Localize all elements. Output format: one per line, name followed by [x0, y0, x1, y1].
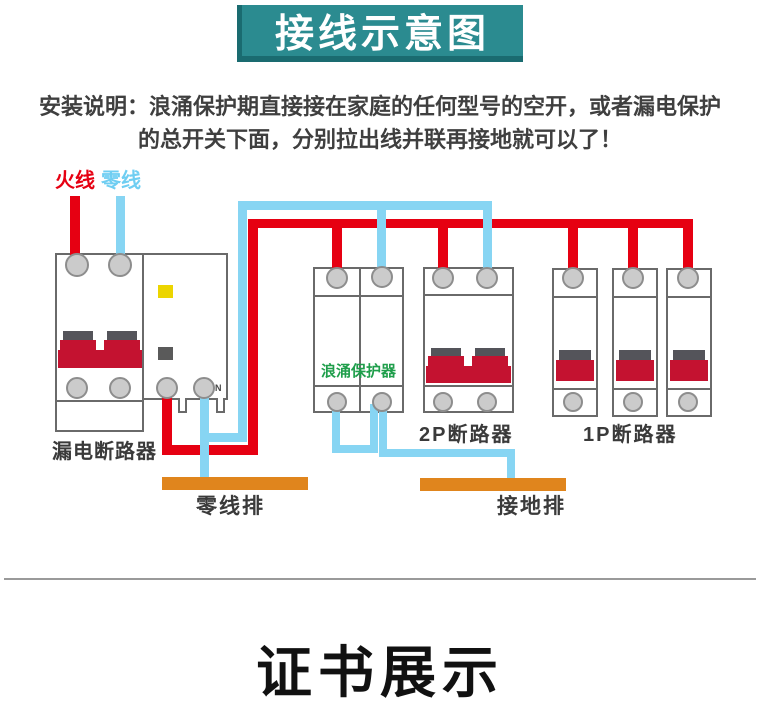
banner-title: 接线示意图	[274, 12, 490, 56]
neutral-wire-bus	[238, 201, 492, 210]
live-wire-segment	[683, 219, 693, 279]
breaker-2p-switch-handle	[428, 356, 464, 368]
terminal	[476, 267, 498, 289]
neutral-wire-segment	[483, 201, 492, 279]
neutral-bar	[162, 477, 308, 490]
breaker-1p-box	[612, 268, 658, 417]
terminal	[372, 392, 392, 412]
breaker-1p-switch-cap	[673, 350, 705, 362]
section-divider	[4, 578, 756, 580]
breaker-2p-switch-base	[426, 366, 511, 383]
terminal	[623, 392, 643, 412]
neutral-wire-segment	[200, 433, 247, 442]
ground-wire-segment	[379, 449, 515, 457]
breaker-1p-switch-handle	[670, 360, 708, 381]
terminal	[677, 267, 699, 289]
breaker-1p-switch-handle	[616, 360, 654, 381]
breaker-1p-top-line	[667, 296, 711, 298]
live-wire-segment	[248, 219, 258, 455]
spd-box	[313, 267, 404, 413]
n-terminal-label: N	[215, 383, 222, 393]
ground-wire-segment	[507, 449, 515, 479]
terminal	[108, 253, 132, 277]
terminal	[326, 267, 348, 289]
terminal	[477, 392, 497, 412]
terminal	[678, 392, 698, 412]
ground-wire-segment	[379, 404, 387, 457]
breaker-2p-switch-cap	[475, 348, 505, 359]
ground-bar-label: 接地排	[497, 495, 566, 518]
yellow-indicator	[158, 285, 173, 298]
ground-wire-segment	[332, 445, 378, 453]
neutral-wire-segment	[238, 201, 247, 442]
install-instructions: 安装说明：浪涌保护期直接接在家庭的任何型号的空开，或者漏电保护 的总开关下面，分…	[0, 90, 760, 156]
rcbo-divider-line	[56, 400, 143, 402]
live-wire-segment	[70, 196, 80, 266]
terminal	[156, 377, 178, 399]
breaker-1p-switch-handle	[556, 360, 594, 381]
live-wire-segment	[438, 219, 448, 279]
breaker-1p-label: 1P断路器	[583, 424, 678, 446]
live-wire-label: 火线	[55, 170, 95, 192]
live-wire-segment	[162, 445, 258, 455]
terminal	[66, 377, 88, 399]
instruction-line-2: 的总开关下面，分别拉出线并联再接地就可以了！	[137, 127, 622, 152]
terminal	[563, 392, 583, 412]
certificate-section-title: 证书展示	[256, 641, 504, 704]
rcbo-right-module	[142, 253, 228, 400]
spd-bottom-line	[314, 385, 403, 387]
breaker-1p-switch-cap	[619, 350, 651, 362]
title-banner: 接线示意图	[237, 5, 523, 62]
ground-wire-segment	[332, 404, 340, 453]
neutral-wire-segment	[116, 196, 125, 266]
breaker-1p-bottom-line	[667, 388, 711, 390]
spd-divider-line	[359, 268, 361, 412]
rcbo-switch-base	[58, 350, 142, 368]
breaker-1p-top-line	[613, 296, 657, 298]
spd-label: 浪涌保护器	[320, 363, 396, 380]
breaker-2p-bottom-line	[424, 385, 513, 387]
live-wire-segment	[568, 219, 578, 279]
breaker-2p-switch-cap	[431, 348, 461, 359]
breaker-2p-box	[423, 267, 514, 413]
breaker-2p-top-line	[424, 294, 513, 296]
neutral-wire-label: 零线	[101, 170, 141, 192]
terminal	[65, 253, 89, 277]
rcbo-pin	[216, 398, 225, 413]
neutral-wire-segment	[377, 201, 386, 278]
breaker-1p-switch-cap	[559, 350, 591, 362]
rcbo-switch-handle	[60, 340, 96, 352]
neutral-bar-label: 零线排	[196, 495, 265, 518]
terminal	[433, 392, 453, 412]
breaker-2p-switch-handle	[472, 356, 508, 368]
instruction-line-1: 安装说明：浪涌保护期直接接在家庭的任何型号的空开，或者漏电保护	[38, 94, 721, 119]
terminal	[622, 267, 644, 289]
terminal	[371, 266, 393, 288]
breaker-1p-bottom-line	[613, 388, 657, 390]
ground-bar	[420, 478, 566, 491]
terminal	[327, 392, 347, 412]
breaker-1p-bottom-line	[553, 388, 597, 390]
breaker-1p-top-line	[553, 296, 597, 298]
terminal	[432, 267, 454, 289]
live-wire-segment	[332, 219, 342, 279]
rcbo-pin	[178, 398, 187, 413]
test-button-indicator	[158, 347, 173, 360]
terminal	[109, 377, 131, 399]
spd-top-line	[314, 295, 403, 297]
ground-wire-segment	[370, 404, 378, 453]
rcbo-switch-handle	[104, 340, 140, 352]
terminal	[193, 377, 215, 399]
live-wire-segment	[628, 219, 638, 279]
rcbo-label: 漏电断路器	[52, 441, 157, 463]
live-wire-bus	[248, 219, 693, 228]
terminal	[562, 267, 584, 289]
breaker-2p-label: 2P断路器	[419, 424, 514, 446]
live-wire-segment	[162, 392, 172, 454]
